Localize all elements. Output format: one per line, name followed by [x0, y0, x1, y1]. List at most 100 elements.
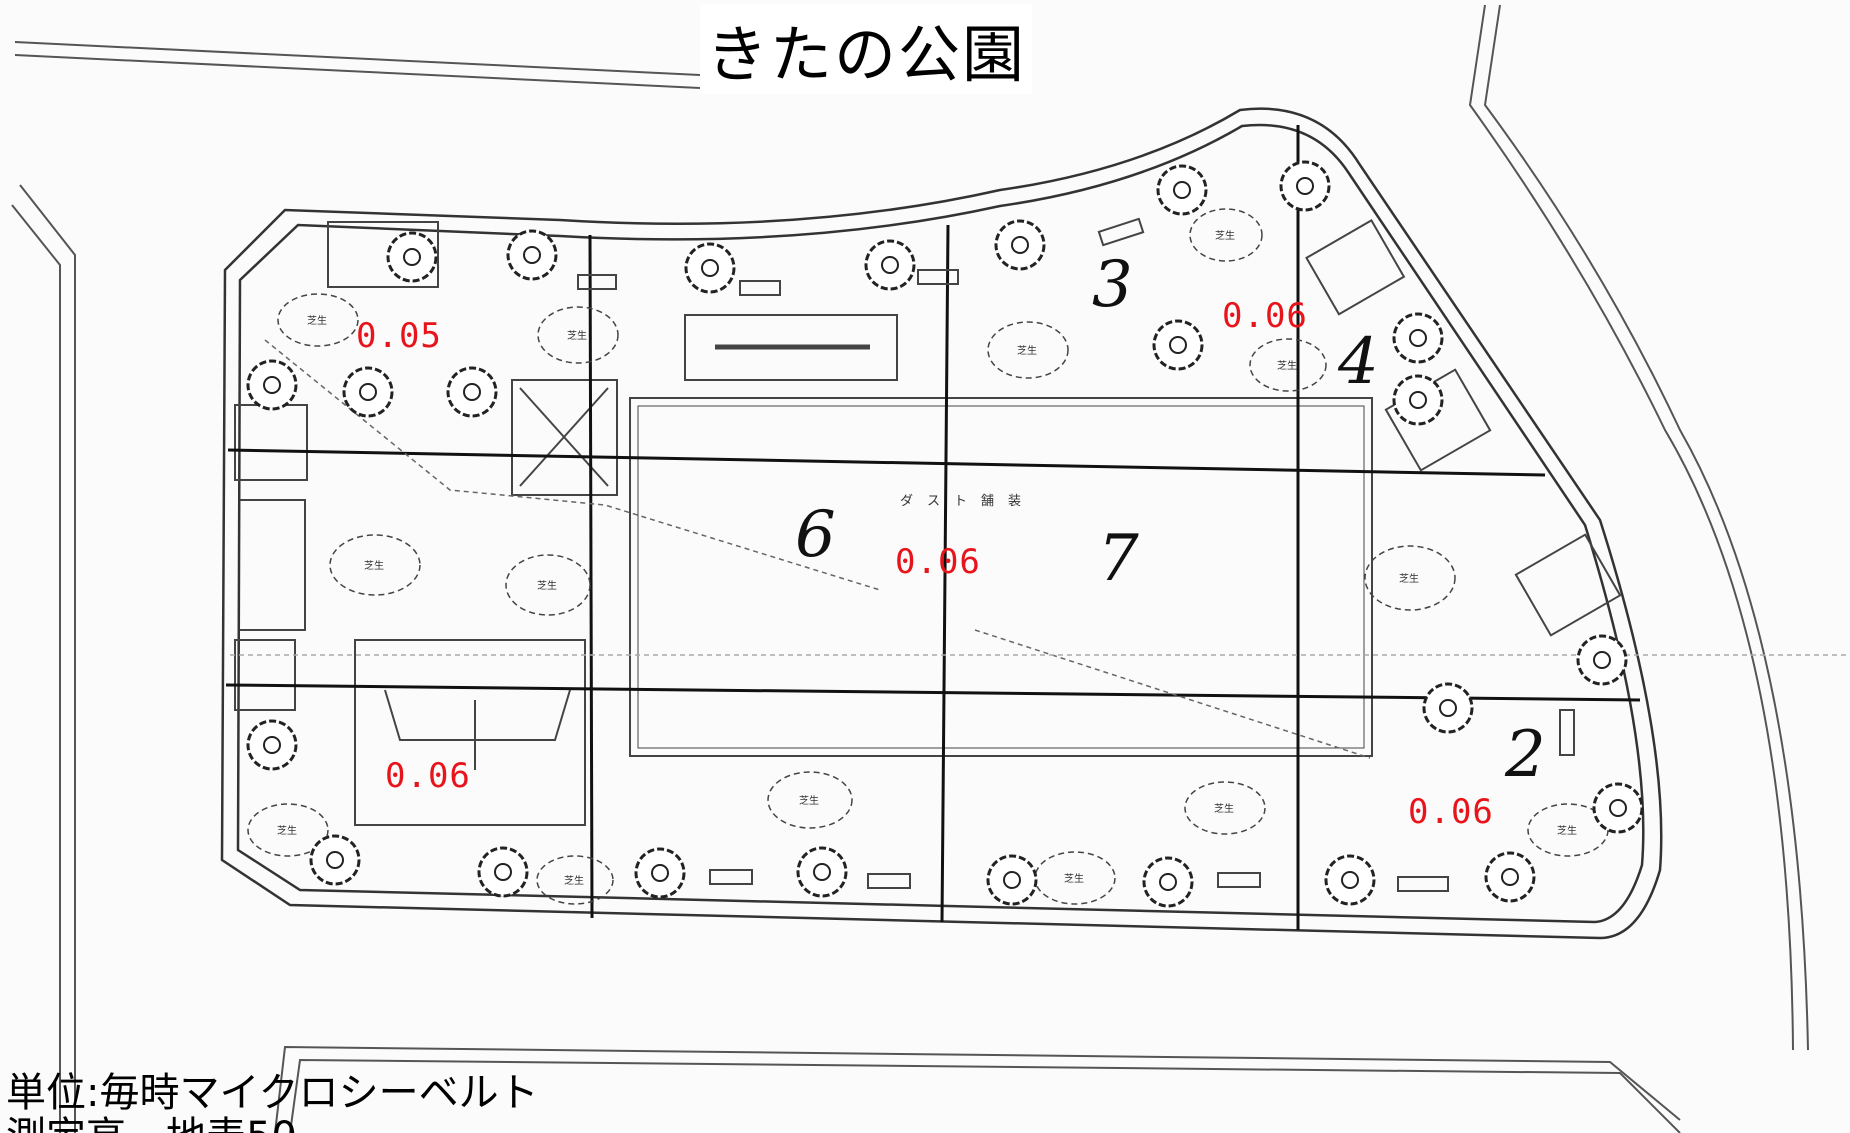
zone-number: 4 [1338, 325, 1379, 399]
lawn-area [1527, 803, 1609, 857]
bench [867, 873, 911, 889]
dust-paving-label: ダスト舗装 [900, 494, 1035, 509]
lawn-area [247, 803, 329, 857]
tree-icon [1392, 312, 1444, 364]
planter [1305, 219, 1406, 316]
tree-icon [1422, 682, 1474, 734]
lawn-area [1184, 781, 1266, 835]
lawn-label: 芝生 [307, 314, 327, 327]
tree-icon [994, 219, 1046, 271]
tree-icon [1576, 634, 1628, 686]
lawn-label: 芝生 [1214, 802, 1234, 815]
planter [1514, 533, 1622, 637]
road-edge [289, 1058, 1681, 1133]
lawn-label: 芝生 [567, 329, 587, 342]
path-line [974, 629, 1371, 759]
tree-icon [1392, 374, 1444, 426]
lawn-area [767, 771, 853, 829]
tree-icon [1156, 164, 1208, 216]
planter [234, 404, 308, 481]
lawn-label: 芝生 [537, 579, 557, 592]
tree-icon [477, 846, 529, 898]
tree-icon [796, 846, 848, 898]
radiation-reading: 0.05 [356, 316, 442, 356]
grid-line [225, 683, 1641, 702]
bench [1559, 709, 1575, 756]
tree-icon [864, 239, 916, 291]
lawn-area [1249, 338, 1327, 392]
lawn-label: 芝生 [1399, 572, 1419, 585]
road-edge [14, 54, 701, 89]
legend-unit: 単位:毎時マイクロシーベルト [6, 1070, 539, 1116]
park-title: きたの公園 [700, 4, 1033, 94]
radiation-reading: 0.06 [1408, 792, 1494, 832]
bench [1217, 872, 1261, 888]
lawn-label: 芝生 [1557, 824, 1577, 837]
bench [917, 269, 959, 285]
grid-line [227, 448, 1546, 477]
radiation-reading: 0.06 [385, 756, 471, 796]
road-edge [1483, 4, 1809, 1051]
tree-icon [986, 854, 1038, 906]
path-line [264, 339, 881, 591]
play-equipment-area [684, 314, 898, 381]
tree-icon [684, 242, 736, 294]
road-edge [11, 204, 61, 1133]
lawn-area [1364, 545, 1456, 611]
tree-icon [342, 366, 394, 418]
zone-number: 6 [795, 498, 836, 572]
planter [234, 639, 296, 711]
tree-icon [246, 359, 298, 411]
tree-icon [1142, 856, 1194, 908]
road-edge [1468, 4, 1794, 1051]
lawn-label: 芝生 [799, 794, 819, 807]
lawn-area [987, 321, 1069, 379]
zone-number: 2 [1505, 718, 1546, 792]
lawn-area [536, 855, 614, 905]
tree-icon [1592, 782, 1644, 834]
pavilion [511, 379, 618, 496]
bench [1097, 217, 1145, 247]
tree-icon [246, 719, 298, 771]
dust-paved-field [629, 397, 1373, 757]
tree-icon [506, 229, 558, 281]
sandbox-area [354, 639, 586, 826]
bench [739, 280, 781, 296]
lawn-area [329, 534, 421, 596]
lawn-label: 芝生 [364, 559, 384, 572]
road-edge [19, 184, 76, 1133]
planter [327, 221, 439, 288]
trees [246, 160, 1644, 908]
lawn-label: 芝生 [1215, 229, 1235, 242]
bench [709, 869, 753, 885]
road-edge [274, 1045, 1681, 1133]
tree-icon [309, 834, 361, 886]
bench [577, 274, 617, 290]
lawn-label: 芝生 [277, 824, 297, 837]
tree-icon [1279, 160, 1331, 212]
tree-icon [634, 847, 686, 899]
road-edge [14, 41, 701, 76]
park-boundary-outer [220, 107, 1663, 940]
radiation-reading: 0.06 [1222, 296, 1308, 336]
tree-icon [1324, 854, 1376, 906]
lawn-label: 芝生 [1017, 344, 1037, 357]
bench [1397, 876, 1449, 892]
tree-icon [446, 366, 498, 418]
tree-icon [386, 231, 438, 283]
lawn-area [277, 293, 359, 347]
tree-icon [1484, 851, 1536, 903]
tree-icon [1152, 319, 1204, 371]
legend-height: 測定高 地表50 [6, 1114, 297, 1133]
grid-line [940, 224, 950, 923]
grid-line [588, 234, 594, 919]
lawn-label: 芝生 [1277, 359, 1297, 372]
lawn-area [1189, 208, 1263, 262]
zone-number: 7 [1098, 522, 1139, 596]
lawn-label: 芝生 [1064, 872, 1084, 885]
lawn-area [505, 554, 591, 616]
lawn-area [537, 306, 619, 364]
park-boundary-inner [236, 123, 1645, 924]
